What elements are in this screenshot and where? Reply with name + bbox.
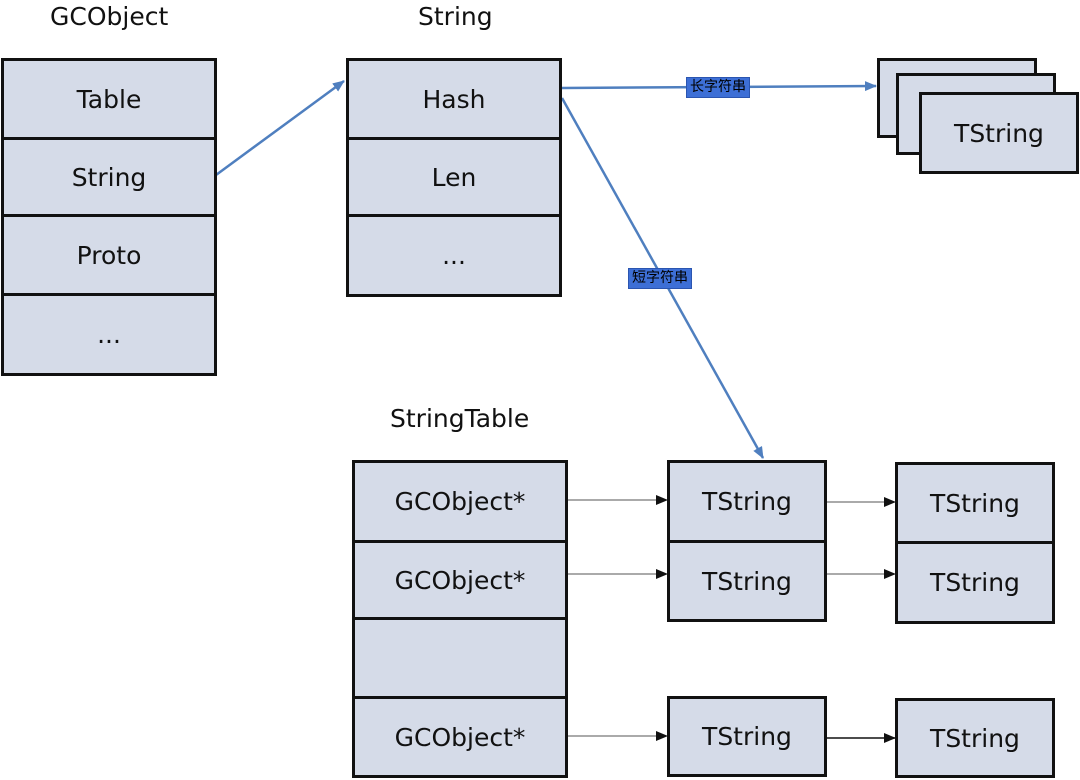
chain2-tstring-2: TString [895,541,1055,624]
chain1-tstring-2: TString [895,462,1055,544]
gcobject-field-proto: Proto [1,214,217,296]
chain2-tstring-1: TString [667,540,827,622]
stringtable-slot-4: GCObject* [352,696,568,778]
gcobject-field-table: Table [1,58,217,140]
string-title: String [418,2,493,31]
chain3-tstring-2: TString [895,698,1055,778]
stringtable-slot-2: GCObject* [352,540,568,620]
stringtable-title: StringTable [390,404,530,433]
arrow-gcobject-string-to-string [215,79,345,177]
stringtable-slot-1: GCObject* [352,460,568,543]
long-string-label: 长字符串 [686,77,750,98]
string-field-len: Len [346,137,562,217]
gcobject-field-string: String [1,137,217,217]
chain1-tstring-1: TString [667,460,827,543]
gcobject-title: GCObject [50,2,169,31]
stringtable-slot-empty [352,617,568,699]
chain3-tstring-1: TString [667,696,827,777]
string-field-hash: Hash [346,58,562,140]
string-field-ellipsis: ... [346,214,562,297]
long-tstring-front: TString [919,92,1079,174]
gcobject-field-ellipsis: ... [1,293,217,376]
short-string-label: 短字符串 [628,268,692,289]
